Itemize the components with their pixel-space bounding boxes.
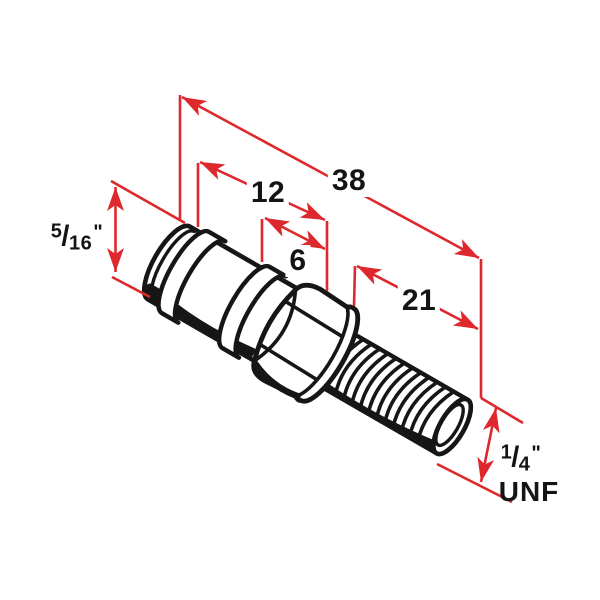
thread-diameter-denominator: 4 [518,453,531,476]
ext-shank-dia-bottom [111,275,151,299]
dim-label-shank-diameter: 5/16" [48,220,106,255]
ext-thread-dia-bottom [436,462,513,504]
dim-label-collar-length: 6 [285,245,311,277]
nut-shadow [251,360,301,400]
ext-thread-dia-top [480,396,524,425]
shank-diameter-unit-mark: " [93,221,104,244]
shank-diameter-slash: / [61,220,70,253]
dim-label-thread-length: 21 [397,285,441,317]
nut-facet-lines [257,299,343,381]
bolt-end-face-chamfer [434,402,465,448]
nut-washer-edge [293,305,350,398]
dim-label-shank-length: 12 [246,177,290,209]
thread-diameter-slash: / [511,441,520,474]
shank-diameter-numerator: 5 [50,220,63,243]
dim-thread-diameter [477,407,500,483]
bolt-rod-shadow [316,377,441,453]
dim-label-overall-length: 38 [327,165,371,197]
dimension-lines [107,95,524,504]
dim-label-thread-standard: UNF [498,476,560,507]
dim-collar-length [264,216,326,251]
hex-nut [251,282,361,404]
ext-shank-dia-top [110,179,186,225]
bolt-collar-2 [216,263,289,360]
dim-label-thread-diameter: 1/4" [498,441,544,476]
ext-thread-left [352,265,357,307]
shank-diameter-denominator: 16 [68,232,93,255]
thread-diameter-numerator: 1 [500,441,513,464]
thread-diameter-unit-mark: " [531,442,542,465]
